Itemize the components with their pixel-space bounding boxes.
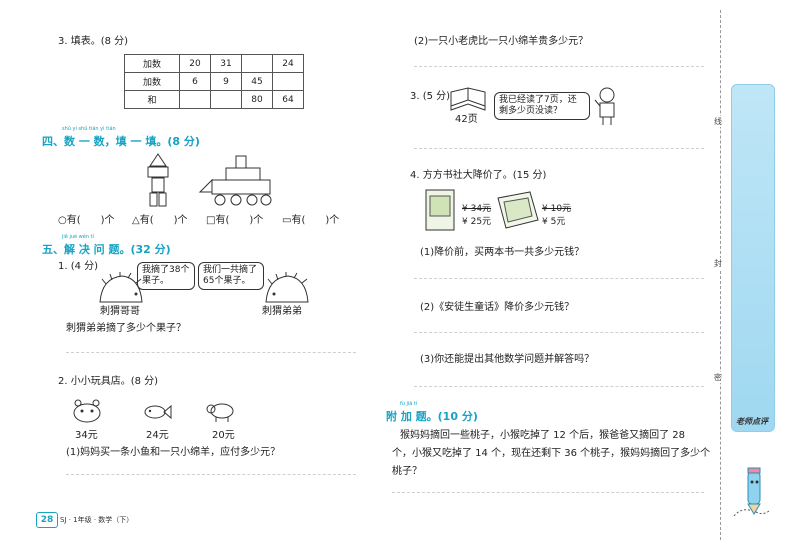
- old-price-2: ¥ 10元: [542, 204, 572, 214]
- boy-image: [594, 87, 615, 125]
- square-count: □有( )个: [206, 215, 264, 226]
- table-cell: 6: [179, 72, 211, 91]
- sec5-title: 五、解 决 问 题。(32 分): [42, 243, 171, 256]
- book-pages: 42页: [455, 114, 478, 125]
- table-cell: 加数: [124, 72, 180, 91]
- table-cell: 45: [241, 72, 273, 91]
- table-row: 和 80 64: [124, 90, 304, 109]
- table-cell: 64: [272, 90, 304, 109]
- answer-line: [66, 352, 356, 353]
- p4-sub2: (2)《安徒生童话》降价多少元钱？: [420, 302, 575, 313]
- hedgehog-right-image: [265, 272, 309, 303]
- p4-title: 4. 方方书社大降价了。(15 分): [410, 170, 547, 181]
- fish-price: 24元: [146, 430, 169, 441]
- hedgehog-left-label: 刺猬哥哥: [100, 306, 140, 317]
- book-image: [450, 87, 486, 111]
- page-number: 28: [36, 512, 58, 528]
- circle-count: ○有( )个: [58, 215, 115, 226]
- p3-title: 3. (5 分): [410, 91, 451, 102]
- addition-table: 加数 20 31 24 加数 6 9 45 和 80 64: [124, 54, 304, 109]
- table-cell: 和: [124, 90, 180, 109]
- table-cell: 20: [179, 54, 211, 73]
- table-row: 加数 6 9 45: [124, 72, 304, 91]
- p2-sub1: (1)妈妈买一条小鱼和一只小绵羊，应付多少元？: [66, 447, 281, 458]
- footer-text: SJ · 1年级 · 数学（下）: [60, 516, 134, 524]
- answer-line: [414, 66, 704, 67]
- triangle-count: △有( )个: [132, 215, 188, 226]
- answer-line: [414, 332, 704, 333]
- train-figure: [198, 155, 272, 206]
- sheep-toy-image: [206, 403, 234, 422]
- cut-char-3: 密: [714, 372, 722, 383]
- table-cell: 80: [241, 90, 273, 109]
- extra-pinyin: fù jiā tí: [400, 401, 418, 407]
- table-cell: [241, 54, 273, 73]
- fish-toy-image: [144, 404, 172, 420]
- new-price-2: ¥ 5元: [542, 217, 566, 227]
- teacher-comment-label: 老师点评: [736, 417, 768, 426]
- table-cell: 加数: [124, 54, 180, 73]
- sec4-title: 四、数 一 数，填 一 填。(8 分): [42, 135, 200, 148]
- answer-line: [414, 386, 704, 387]
- hedgehog-right-label: 刺猬弟弟: [262, 306, 302, 317]
- table-cell: [272, 72, 304, 91]
- cut-line: [720, 10, 721, 540]
- extra-text-line-3: 桃子？: [392, 466, 422, 477]
- extra-text-line-2: 个，小猴又吃掉了 14 个，现在还剩下 36 个桃子，猴妈妈摘回了多少个: [392, 448, 711, 459]
- answer-line: [392, 492, 704, 493]
- old-price-1: ¥ 34元: [462, 204, 492, 214]
- speech-bubble: 我已经读了7页，还剩多少页没读？: [494, 92, 590, 120]
- q3-title: 3. 填表。(8 分): [58, 36, 129, 47]
- p2-sub2: (2)一只小老虎比一只小绵羊贵多少元？: [414, 36, 589, 47]
- cut-char-1: 线: [714, 116, 722, 127]
- p4-sub3: (3)你还能提出其他数学问题并解答吗？: [420, 354, 595, 365]
- table-cell: 31: [210, 54, 242, 73]
- answer-line: [414, 278, 704, 279]
- table-cell: 9: [210, 72, 242, 91]
- p1-title: 1. (4 分): [58, 261, 99, 272]
- extra-title: 附 加 题。(10 分): [386, 410, 478, 423]
- p1-question: 刺猬弟弟摘了多少个果子？: [66, 323, 186, 334]
- table-cell: [210, 90, 242, 109]
- answer-line: [414, 148, 704, 149]
- tiger-toy-image: [73, 399, 101, 423]
- p4-sub1: (1)降价前，买两本书一共多少元钱？: [420, 247, 585, 258]
- cut-char-2: 封: [714, 258, 722, 269]
- pencil-mascot-image: [733, 467, 771, 517]
- hedgehog-left-image: [99, 272, 143, 303]
- answer-line: [66, 474, 356, 475]
- book-cover-image: [425, 189, 455, 231]
- p2-title: 2. 小小玩具店。(8 分): [58, 376, 159, 387]
- robot-figure: [147, 153, 169, 207]
- table-cell: 24: [272, 54, 304, 73]
- teacher-comment-panel: [731, 84, 775, 432]
- new-price-1: ¥ 25元: [462, 217, 492, 227]
- tiger-price: 34元: [75, 430, 98, 441]
- table-cell: [179, 90, 211, 109]
- speech-bubble-left: 我摘了38个果子。: [137, 262, 195, 290]
- sec5-pinyin: jiě jué wèn tí: [62, 234, 94, 240]
- table-row: 加数 20 31 24: [124, 54, 304, 73]
- sheep-price: 20元: [212, 430, 235, 441]
- book-andersen-image: [497, 191, 539, 229]
- rect-count: ▭有( )个: [282, 215, 340, 226]
- extra-text-line-1: 猴妈妈摘回一些桃子，小猴吃掉了 12 个后，猴爸爸又摘回了 28: [400, 430, 685, 441]
- speech-bubble-right: 我们一共摘了65个果子。: [198, 262, 264, 290]
- sec4-pinyin: shǔ yi shǔ tián yi tián: [62, 126, 116, 132]
